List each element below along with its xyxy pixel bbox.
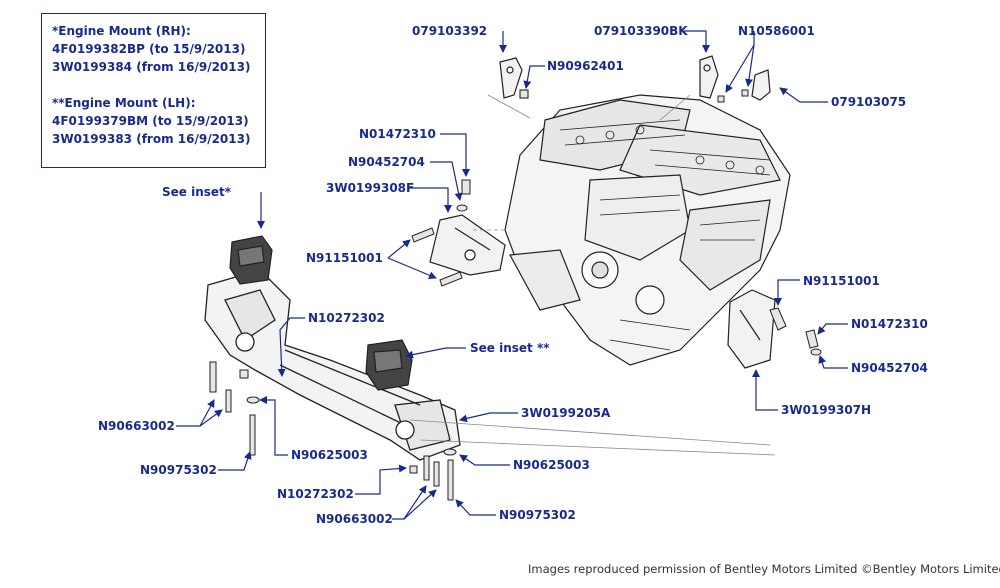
lh-mount-title: **Engine Mount (LH): bbox=[52, 96, 196, 110]
engine-mount-rh bbox=[229, 235, 273, 285]
label-n90962401: N90962401 bbox=[547, 59, 624, 73]
label-079103392: 079103392 bbox=[412, 24, 487, 38]
engine-mount-lh bbox=[365, 339, 413, 391]
fasteners-lower-left bbox=[209, 361, 260, 456]
bolt-n90962401 bbox=[519, 89, 529, 99]
copyright-credit: Images reproduced permission of Bentley … bbox=[528, 562, 1000, 576]
rh-mount-line-2: 3W0199384 (from 16/9/2013) bbox=[52, 60, 251, 74]
label-n90452704-right: N90452704 bbox=[851, 361, 928, 375]
label-n90663002-bottom: N90663002 bbox=[316, 512, 393, 526]
bracket-3w0199308f bbox=[429, 214, 506, 276]
bracket-079103392 bbox=[499, 57, 523, 99]
label-3w0199307h: 3W0199307H bbox=[781, 403, 871, 417]
label-n90975302-right: N90975302 bbox=[499, 508, 576, 522]
label-079103075: 079103075 bbox=[831, 95, 906, 109]
washer-n90452704-right bbox=[810, 348, 822, 356]
label-n90625003-right: N90625003 bbox=[513, 458, 590, 472]
label-n90452704-top: N90452704 bbox=[348, 155, 425, 169]
label-n01472310-top: N01472310 bbox=[359, 127, 436, 141]
lh-mount-line-1: 4F0199379BM (to 15/9/2013) bbox=[52, 114, 249, 128]
bracket-079103390bk bbox=[699, 55, 719, 99]
label-n91151001-right: N91151001 bbox=[803, 274, 880, 288]
part-labels: 079103392 N90962401 079103390BK N1058600… bbox=[98, 24, 928, 526]
label-see-inset-lh: See inset ** bbox=[470, 341, 550, 355]
engine-mount-info-box: *Engine Mount (RH): 4F0199382BP (to 15/9… bbox=[41, 13, 266, 168]
label-n90663002-left: N90663002 bbox=[98, 419, 175, 433]
nuts-n10586001 bbox=[717, 89, 749, 103]
label-n90975302-left: N90975302 bbox=[140, 463, 217, 477]
lh-mount-line-2: 3W0199383 (from 16/9/2013) bbox=[52, 132, 251, 146]
washer-n90452704-top bbox=[456, 204, 468, 212]
rh-mount-title: *Engine Mount (RH): bbox=[52, 24, 191, 38]
leader-lines bbox=[176, 30, 848, 520]
label-n10586001: N10586001 bbox=[738, 24, 815, 38]
label-n01472310-right: N01472310 bbox=[851, 317, 928, 331]
label-see-inset-rh: See inset* bbox=[162, 185, 232, 199]
bracket-079103075 bbox=[751, 69, 771, 101]
bolts-n91151001-left bbox=[411, 227, 463, 287]
label-n10272302-bottom: N10272302 bbox=[277, 487, 354, 501]
label-n91151001-left: N91151001 bbox=[306, 251, 383, 265]
label-3w0199205a: 3W0199205A bbox=[521, 406, 611, 420]
bolt-n01472310-right bbox=[805, 329, 819, 349]
rh-mount-line-1: 4F0199382BP (to 15/9/2013) bbox=[52, 42, 246, 56]
label-3w0199308f: 3W0199308F bbox=[326, 181, 414, 195]
engine-block-drawing bbox=[504, 94, 791, 366]
subframe-3w0199205a bbox=[204, 269, 461, 461]
bracket-3w0199307h bbox=[727, 289, 776, 369]
label-079103390bk: 079103390BK bbox=[594, 24, 688, 38]
label-n90625003-left: N90625003 bbox=[291, 448, 368, 462]
bolt-n91151001-right bbox=[769, 307, 787, 331]
fasteners-lower-right bbox=[409, 448, 457, 501]
bolt-n01472310-top bbox=[461, 179, 471, 195]
label-n10272302-top: N10272302 bbox=[308, 311, 385, 325]
construction-lines bbox=[409, 94, 776, 456]
